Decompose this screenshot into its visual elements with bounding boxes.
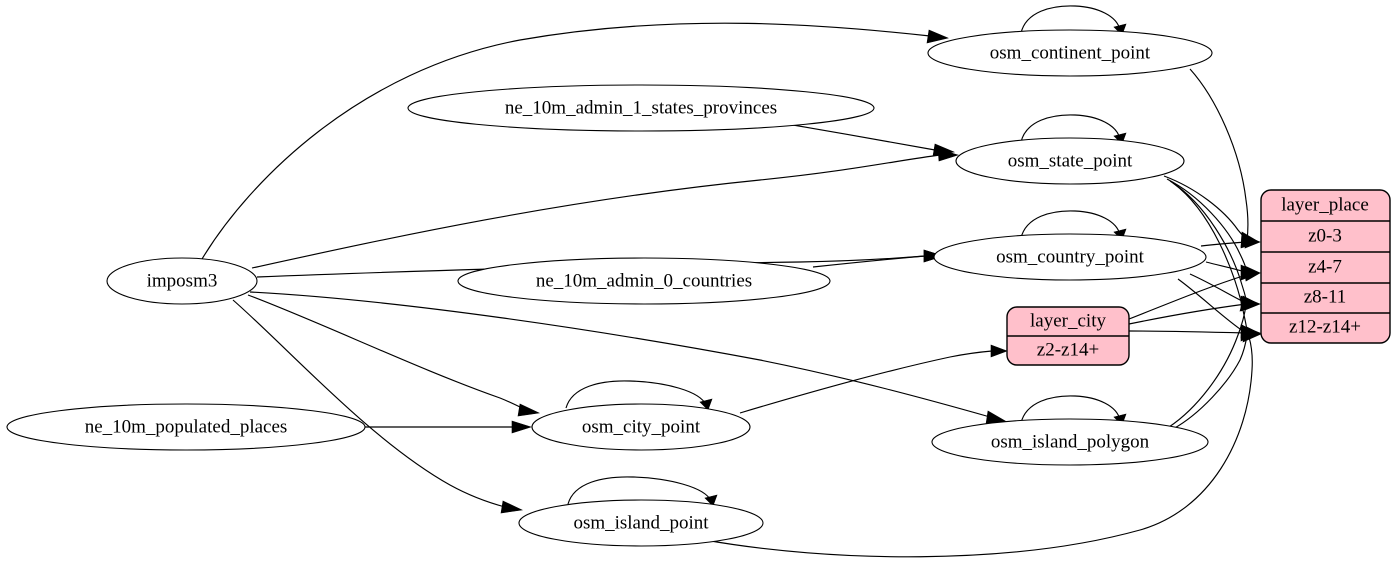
node-ne_10m_populated_places[interactable]: ne_10m_populated_places [6,403,366,451]
node-label: ne_10m_admin_0_countries [536,270,752,291]
edge-layer_city-to-layer_place_z4_7 [1128,274,1247,320]
edge-osm_country_point-to-layer_place_z0_3 [1200,241,1247,247]
node-shape-ellipse [931,418,1209,466]
record-row-layer_place-z12-z14[interactable]: z12-z14+ [1289,316,1361,337]
edge-osm_island_point-to-layer_place_z12_14 [704,336,1253,558]
arrowhead-icon [923,249,944,263]
edge-osm_continent_point-self-loop [1020,5,1121,34]
edge-imposm3-to-osm_state_point [251,154,941,269]
record-row-layer_place-z8-11[interactable]: z8-11 [1304,286,1347,307]
record-row-layer_place-z0-3[interactable]: z0-3 [1308,225,1342,246]
record-row-layer_city-z2-z14[interactable]: z2-z14+ [1037,339,1099,360]
node-label: osm_country_point [996,246,1144,267]
edge-layer_city-to-layer_place_z8_11 [1128,303,1247,325]
node-osm_continent_point[interactable]: osm_continent_point [927,29,1213,77]
node-label: ne_10m_populated_places [85,416,288,437]
node-label: osm_continent_point [990,42,1151,63]
arrowhead-icon [699,398,713,411]
node-shape-ellipse [933,233,1207,281]
edge-osm_state_point-to-layer_place_z8_11 [1169,180,1248,304]
edge-osm_country_point-to-layer_place_z4_7 [1205,261,1247,273]
node-shape-ellipse [955,137,1185,185]
edge-imposm3-to-osm_city_point [247,294,525,410]
edge-osm_city_point-to-layer_city_z2 [739,350,993,414]
edge-osm_island_point-self-loop [567,476,712,505]
record-row-layer_place-title: layer_place [1281,194,1369,215]
arrowhead-icon [926,29,949,44]
arrowhead-icon [1242,326,1262,343]
edge-ne_states-to-osm_state_point [792,124,936,151]
node-osm_country_point[interactable]: osm_country_point [933,233,1207,281]
edge-osm_continent_point-to-layer_place_z0_3 [1189,68,1249,241]
node-ne_10m_admin_1_states_provinces[interactable]: ne_10m_admin_1_states_provinces [407,84,875,132]
arrowhead-icon [990,344,1008,358]
node-label: ne_10m_admin_1_states_provinces [505,97,777,118]
node-label: imposm3 [147,270,218,291]
node-osm_state_point[interactable]: osm_state_point [955,137,1185,185]
record-node-layer_place[interactable]: layer_place z0-3 z4-7 z8-11 z12-z14+ [1260,189,1391,344]
arrowhead-icon [517,403,541,417]
edge-osm_island_polygon-to-layer_place_z12_14 [1172,334,1248,430]
record-node-layer_city[interactable]: layer_city z2-z14+ [1006,306,1130,366]
record-row-layer_place-z4-7[interactable]: z4-7 [1308,256,1342,277]
node-osm_island_point[interactable]: osm_island_point [518,499,764,547]
node-ne_10m_admin_0_countries[interactable]: ne_10m_admin_0_countries [457,257,831,305]
node-imposm3[interactable]: imposm3 [106,257,258,305]
edge-osm_country_point-to-layer_place_z12_14 [1177,278,1244,332]
arrowhead-icon [1243,268,1261,282]
node-shape-ellipse [531,403,751,451]
edge-imposm3-to-osm_island_polygon [249,291,991,418]
node-label: osm_island_polygon [991,431,1150,452]
arrowhead-icon [1239,296,1260,312]
node-layer: imposm3 ne_10m_admin_1_states_provinces … [6,29,1213,547]
arrowhead-icon [932,143,956,157]
edge-osm_state_point-self-loop [1020,114,1121,143]
node-shape-ellipse [518,499,764,547]
node-label: osm_state_point [1008,150,1133,171]
node-shape-ellipse [407,84,875,132]
node-label: osm_island_point [573,512,709,533]
edge-osm_island_polygon-self-loop [1020,395,1121,424]
arrowhead-icon [511,420,532,434]
node-osm_island_polygon[interactable]: osm_island_polygon [931,418,1209,466]
arrowhead-icon [500,500,524,514]
node-shape-ellipse [927,29,1213,77]
node-shape-ellipse [457,257,831,305]
node-shape-ellipse [6,403,366,451]
arrowhead-icon [1244,235,1261,249]
node-osm_city_point[interactable]: osm_city_point [531,403,751,451]
record-box-shape [1260,189,1391,344]
arrowhead-icon [704,494,718,507]
edge-osm_city_point-self-loop [565,380,707,409]
edge-layer_city-to-layer_place_z12_14 [1128,330,1247,334]
record-row-layer_city-title: layer_city [1030,310,1106,331]
record-layer: layer_city z2-z14+ layer_place z0-3 z4-7… [1006,189,1391,366]
edge-layer [201,5,1262,558]
edge-imposm3-to-osm_continent_point [201,22,931,260]
edge-osm_country_point-to-layer_place_z8_11 [1189,273,1245,303]
edge-ne_countries-to-osm_country_point [812,255,926,268]
edge-imposm3-to-osm_island_point [232,299,506,508]
node-label: osm_city_point [582,416,701,437]
edge-osm_country_point-self-loop [1020,210,1121,239]
node-shape-ellipse [106,257,258,305]
edge-osm_island_polygon-to-layer_place_z8_11 [1168,304,1247,428]
